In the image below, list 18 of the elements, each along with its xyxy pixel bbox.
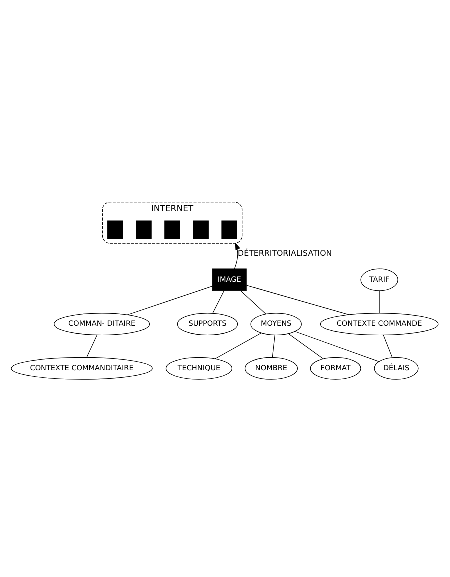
cluster: INTERNET — [102, 202, 243, 244]
node-box — [136, 220, 152, 240]
connector — [379, 290, 380, 314]
connector — [212, 290, 225, 314]
node-box — [164, 220, 180, 240]
connector — [383, 335, 393, 358]
connector — [288, 334, 324, 360]
connector — [246, 285, 350, 316]
connector — [240, 290, 266, 315]
connector — [295, 331, 380, 362]
node-box — [222, 220, 238, 240]
connector — [86, 335, 98, 358]
connector — [215, 332, 262, 360]
connector — [128, 286, 213, 316]
node-box — [193, 220, 209, 240]
arrow — [234, 242, 240, 270]
connector — [272, 335, 276, 358]
node-box — [108, 220, 124, 240]
